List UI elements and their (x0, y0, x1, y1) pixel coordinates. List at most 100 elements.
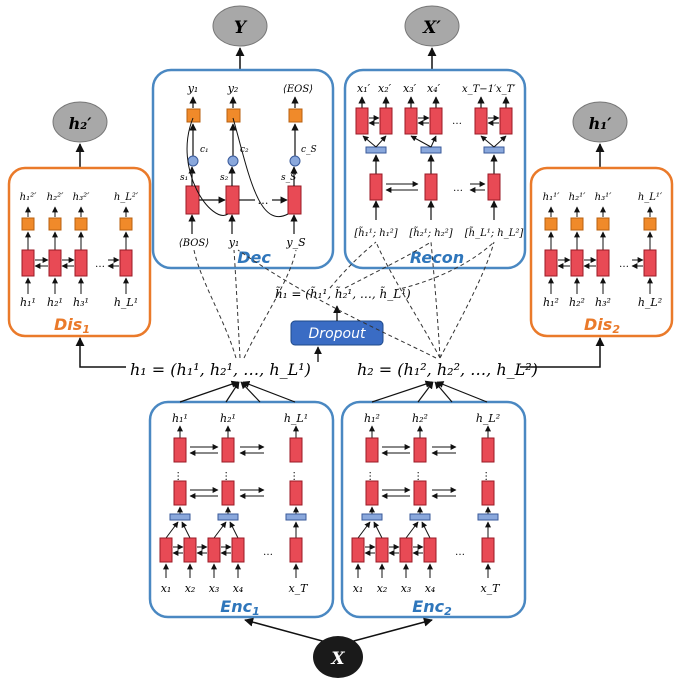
dec-y2-label: y₂ (227, 82, 239, 95)
enc1-mid-cell-3 (289, 480, 303, 506)
h1-tilde-equation: h̃₁ = (h̃₁¹, h̃₂¹, …, h̃_L¹) (275, 285, 411, 301)
enc1-top-cell-1 (173, 437, 187, 463)
enc2-bot-cell-5 (481, 537, 495, 563)
h2-to-dis2-arrow (520, 337, 605, 368)
dis2-internals: h₁¹′ h₂¹′ h₃¹′ h_L¹′ … h₁² h₂² h₃² (543, 192, 663, 336)
enc1-bot-cell-3 (207, 537, 221, 563)
enc2-bot-cell-1 (351, 537, 365, 563)
enc2-top-cell-2 (413, 437, 427, 463)
dis2-module-label: Dis2 (584, 315, 620, 336)
enc2-internals: h₁² h₂² h_L² … … … (351, 412, 501, 618)
recon-top-cell-5 (474, 107, 488, 135)
enc1-vdots-2: … (223, 471, 234, 481)
h1-to-dis1-arrow (75, 337, 126, 368)
enc2-x4-label: x₄ (425, 582, 436, 595)
dis1-box (7, 166, 152, 338)
dec-rnn-cell-3 (287, 185, 302, 215)
dis1-out-1-label: h₁²′ (20, 192, 37, 203)
enc1-agg-2 (217, 513, 239, 521)
dis2-in-4-label: h_L² (638, 296, 662, 309)
dec-ss-label: s_S (281, 173, 296, 183)
recon-box (343, 68, 527, 270)
enc1-box (148, 400, 335, 619)
dis2-out-2-label: h₂¹′ (569, 192, 586, 203)
dec-c1-label: c₁ (200, 145, 209, 155)
enc2-hl-label: h_L² (476, 412, 500, 425)
dis2-out-cell-3 (596, 217, 610, 231)
dec-out-cell-1 (186, 108, 201, 123)
x-to-enc2-arrow (349, 617, 433, 643)
y-output-label: Y (234, 18, 248, 38)
dec-bos-label: ⟨BOS⟩ (179, 238, 209, 249)
enc2-agg-2 (409, 513, 431, 521)
enc2-bot-cell-3 (399, 537, 413, 563)
dec-attn-node-1 (187, 155, 199, 167)
h2prime-output-label: h₂′ (69, 114, 93, 133)
recon-top-cell-3 (404, 107, 418, 135)
dec-module-label: Dec (237, 248, 271, 267)
dis2-out-4-label: h_L¹′ (638, 192, 663, 203)
enc1-agg-1 (169, 513, 191, 521)
dis1-module-label: Dis1 (54, 315, 90, 336)
xprime-output-node: X′ (404, 5, 460, 47)
h2-equation: h₂ = (h₁², h₂², …, h_L²) (357, 360, 538, 379)
enc2-bot-cell-4 (423, 537, 437, 563)
dec-s1-label: s₁ (180, 173, 188, 183)
enc1-mid-cell-2 (221, 480, 235, 506)
dis1-out-cell-1 (21, 217, 35, 231)
dec-internals: y₁ y₂ ⟨EOS⟩ c₁ c₂ c_S s₁ s₂ s_S … (179, 82, 317, 267)
dec-rnn-cell-2 (225, 185, 240, 215)
enc1-hdots: … (263, 547, 273, 558)
dis1-in-3-label: h₃¹ (73, 296, 89, 309)
dashed-connections (193, 241, 495, 359)
dec-cs-label: c_S (301, 145, 317, 155)
dis2-in-3-label: h₃² (595, 296, 611, 309)
dis1-out-cell-3 (74, 217, 88, 231)
dis1-in-1-label: h₁¹ (20, 296, 36, 309)
enc1-top-cell-3 (289, 437, 303, 463)
dis2-rnn-cell-4 (643, 249, 657, 277)
dis2-in-1-label: h₁² (543, 296, 559, 309)
recon-x2-label: x₂′ (378, 82, 392, 95)
dis2-in-2-label: h₂² (569, 296, 585, 309)
enc2-agg-1 (361, 513, 383, 521)
dec-out-cell-3 (288, 108, 303, 123)
enc-to-h-arrows (179, 380, 488, 403)
enc2-top-cell-1 (365, 437, 379, 463)
enc2-x3-label: x₃ (401, 582, 412, 595)
dec-box (151, 68, 335, 270)
dis1-in-2-label: h₂¹ (47, 296, 63, 309)
enc1-vdots-3: … (291, 471, 302, 481)
recon-x1-label: x₁′ (357, 82, 371, 95)
recon-internals: x₁′ x₂′ x₃′ x₄′ x_T−1′ x_T′ … (354, 82, 523, 267)
enc2-vdots-3: … (483, 471, 494, 481)
enc1-internals: h₁¹ h₂¹ h_L¹ … … … (159, 412, 309, 618)
dec-dots: … (258, 194, 269, 207)
dis1-out-cell-4 (119, 217, 133, 231)
enc2-h2-label: h₂² (412, 412, 428, 425)
enc2-box (340, 400, 527, 619)
recon-module-label: Recon (410, 248, 464, 267)
enc1-top-cell-2 (221, 437, 235, 463)
enc1-mid-cell-1 (173, 480, 187, 506)
enc2-agg-3 (477, 513, 499, 521)
dec-eos-label: ⟨EOS⟩ (283, 84, 313, 95)
dis1-rnn-cell-1 (21, 249, 35, 277)
dis2-out-cell-1 (544, 217, 558, 231)
dis1-out-2-label: h₂²′ (47, 192, 64, 203)
x-input-label: X (330, 649, 345, 669)
dec-in-ys-label: y_S (285, 236, 306, 249)
recon-xt1-label: x_T−1′ (462, 84, 497, 95)
enc1-bot-cell-5 (289, 537, 303, 563)
dis1-dots: … (95, 259, 105, 270)
dis2-dots: … (619, 259, 629, 270)
dis2-out-cell-2 (570, 217, 584, 231)
dis2-out-3-label: h₃¹′ (595, 192, 612, 203)
recon-agg-2 (420, 146, 442, 154)
enc2-bot-cell-2 (375, 537, 389, 563)
dis2-out-cell-4 (643, 217, 657, 231)
enc2-hdots: … (455, 547, 465, 558)
recon-top-cell-4 (429, 107, 443, 135)
recon-bottom-cell-3 (487, 173, 501, 201)
dis1-out-cell-2 (48, 217, 62, 231)
